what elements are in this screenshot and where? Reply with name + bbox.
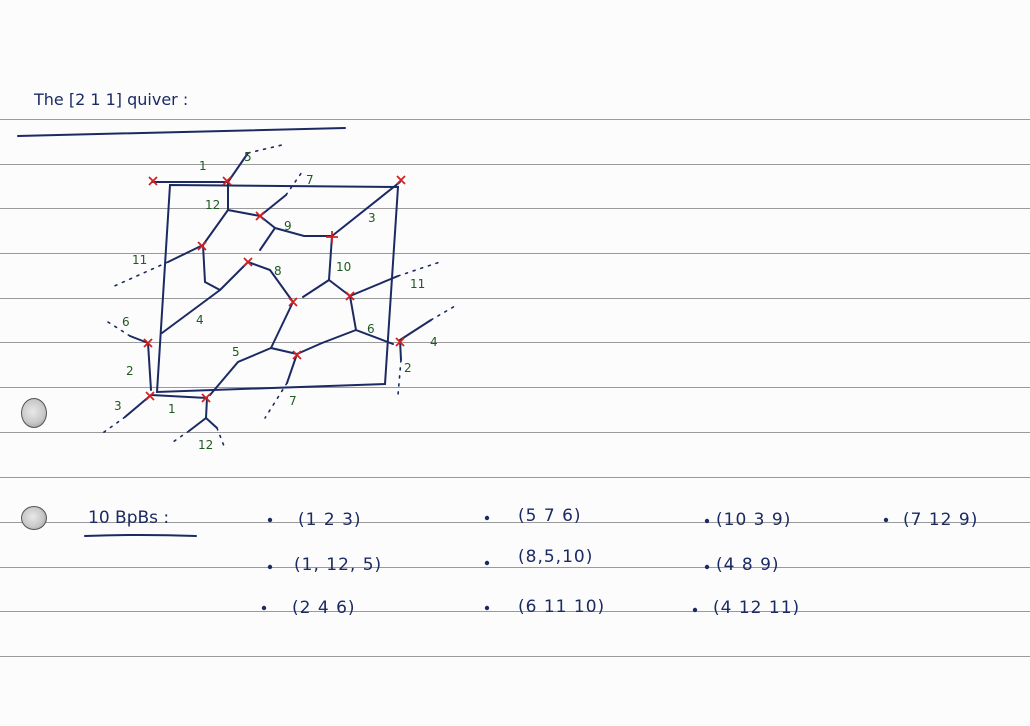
edge-label: 1 [168, 402, 176, 416]
edge-label: 9 [284, 219, 292, 233]
ruled-line [0, 119, 1030, 120]
ruled-line [0, 432, 1030, 433]
edge-label: 3 [368, 211, 376, 225]
bps-item: (4 8 9) [716, 555, 780, 575]
edge-label: 5 [244, 150, 252, 164]
edge-label: 7 [289, 394, 297, 408]
bps-underline [84, 534, 197, 537]
node-markers [143, 175, 406, 403]
bps-item: (6 11 10) [518, 597, 606, 617]
bullet-points [261, 515, 889, 613]
edge-label: 3 [114, 399, 122, 413]
ruled-line [0, 298, 1030, 299]
ruled-line [0, 253, 1030, 254]
ruled-line [0, 656, 1030, 657]
edge-label: 6 [367, 322, 375, 336]
ruled-line [0, 387, 1030, 388]
x-mark-icon [148, 176, 158, 186]
x-mark-icon [255, 211, 265, 221]
x-mark-icon [345, 291, 355, 301]
x-mark-icon [395, 337, 405, 347]
edge-label: 2 [126, 364, 134, 378]
x-mark-icon [243, 257, 253, 267]
edge-label: 5 [232, 345, 240, 359]
bps-label: 10 BpBs : [88, 508, 170, 528]
bps-item: (2 4 6) [292, 598, 356, 618]
edge-label: 10 [336, 260, 351, 274]
plus-mark-icon [326, 231, 338, 243]
x-mark-icon [288, 297, 298, 307]
edge-label: 8 [274, 264, 282, 278]
bps-item: (4 12 11) [713, 598, 801, 618]
bps-item: (1, 12, 5) [294, 555, 383, 575]
ruled-line [0, 477, 1030, 478]
ruled-line [0, 164, 1030, 165]
edge-label: 11 [132, 253, 147, 267]
bps-item: (8,5,10) [518, 547, 594, 567]
x-mark-icon [197, 241, 207, 251]
punch-hole [21, 506, 47, 530]
bps-item: (10 3 9) [716, 510, 792, 530]
edge-labels: 1 5 7 12 9 3 11 8 10 11 6 4 6 4 5 2 2 3 … [114, 150, 438, 452]
edge-label: 11 [410, 277, 425, 291]
edge-label: 4 [430, 335, 438, 349]
edge-label: 12 [205, 198, 220, 212]
ruled-line [0, 522, 1030, 523]
ruled-line [0, 342, 1030, 343]
x-mark-icon [143, 338, 153, 348]
punch-hole [21, 398, 47, 428]
title-underline [17, 127, 346, 137]
page-title: The [2 1 1] quiver : [34, 90, 189, 109]
edge-label: 1 [199, 159, 207, 173]
edge-label: 7 [306, 173, 314, 187]
x-mark-icon [396, 175, 406, 185]
x-mark-icon [145, 391, 155, 401]
bps-item: (1 2 3) [298, 510, 362, 530]
edge-label: 12 [198, 438, 213, 452]
x-mark-icon [201, 393, 211, 403]
edge-label: 2 [404, 361, 412, 375]
dotted-continuations [99, 144, 456, 447]
bps-item: (5 7 6) [518, 506, 582, 526]
x-mark-icon [222, 176, 232, 186]
ruled-line [0, 567, 1030, 568]
quiver-boundary [155, 183, 400, 394]
bps-item: (7 12 9) [903, 510, 979, 530]
tiling-edges [124, 152, 432, 432]
ruled-line [0, 208, 1030, 209]
ruled-line [0, 611, 1030, 612]
edge-label: 4 [196, 313, 204, 327]
edge-label: 6 [122, 315, 130, 329]
x-mark-icon [292, 350, 302, 360]
